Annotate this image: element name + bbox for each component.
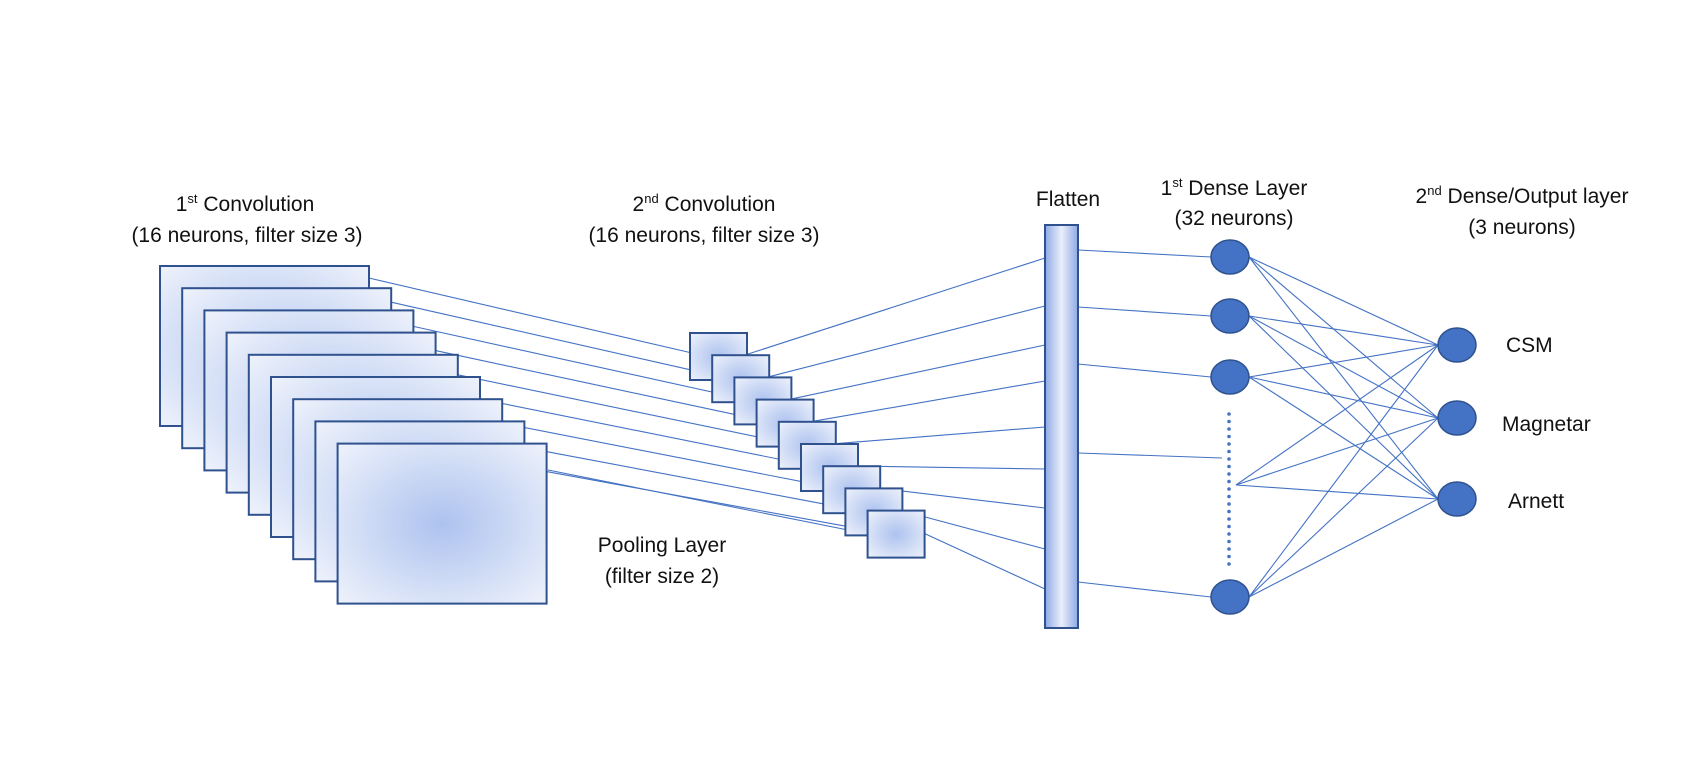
- ellipsis-dot: [1227, 487, 1231, 491]
- conv2-title: 2nd Convolution: [633, 191, 776, 216]
- output-connection-line: [1235, 344, 1439, 486]
- output-connection-line: [1248, 417, 1439, 598]
- ellipsis-dot: [1227, 554, 1231, 559]
- output-neuron-magnetar: [1437, 400, 1477, 436]
- conv-connection-line: [524, 446, 848, 509]
- ellipsis-dot: [1227, 434, 1231, 439]
- output-connection-line: [1235, 417, 1439, 486]
- pooling-title: Pooling Layer: [598, 534, 726, 557]
- conv2-to-flatten-connections: [744, 257, 1046, 590]
- dense1-neuron: [1210, 359, 1250, 395]
- dense-connection-line: [1077, 306, 1212, 317]
- ellipsis-dot: [1227, 464, 1231, 469]
- conv-connection-line: [391, 301, 715, 376]
- dense1-to-output-connections: [1235, 256, 1439, 598]
- dense1-title: 1st Dense Layer: [1161, 175, 1308, 200]
- conv-connection-line: [368, 277, 693, 354]
- dense1-neuron: [1210, 298, 1250, 334]
- dense2-title: 2nd Dense/Output layer: [1416, 183, 1629, 208]
- flatten-to-dense1-connections: [1077, 249, 1223, 598]
- conv-connection-line: [479, 398, 804, 465]
- output-connection-line: [1248, 376, 1439, 419]
- pooling-subtitle: (filter size 2): [605, 565, 719, 588]
- conv-connection-line: [547, 469, 869, 535]
- conv-connection-line: [546, 471, 870, 532]
- dense1-ellipsis-dots: [1227, 412, 1231, 566]
- conv1-title: 1st Convolution: [176, 191, 315, 216]
- output-connection-line: [1248, 344, 1439, 598]
- flatten-connection-line: [855, 465, 1046, 470]
- output-connection-line: [1248, 376, 1439, 500]
- ellipsis-dot: [1227, 412, 1231, 416]
- ellipsis-dot: [1227, 419, 1231, 424]
- dense-connection-line: [1077, 581, 1212, 598]
- output-label-csm: CSM: [1506, 334, 1553, 357]
- conv1-to-conv2-connections: [368, 277, 870, 535]
- conv1-feature-map: [336, 442, 548, 605]
- flatten-connection-line: [811, 380, 1046, 423]
- flatten-connection-line: [878, 487, 1046, 509]
- dense1-neuron: [1210, 579, 1250, 615]
- ellipsis-dot: [1227, 457, 1231, 461]
- output-neuron-arnett: [1437, 481, 1477, 517]
- flatten-bar: [1044, 224, 1079, 629]
- ellipsis-dot: [1227, 427, 1231, 431]
- ellipsis-dot: [1227, 539, 1231, 544]
- dense-connection-line: [1077, 452, 1223, 459]
- ellipsis-dot: [1227, 449, 1231, 454]
- ellipsis-dot: [1227, 562, 1231, 566]
- output-connection-line: [1248, 315, 1439, 500]
- conv-connection-line: [413, 325, 737, 398]
- ellipsis-dot: [1227, 547, 1231, 551]
- dense1-neurons: [1210, 239, 1250, 615]
- conv-connection-line: [435, 350, 759, 421]
- ellipsis-dot: [1227, 517, 1231, 521]
- output-connection-line: [1248, 315, 1439, 419]
- dense-connection-line: [1077, 249, 1212, 258]
- output-connection-line: [1248, 256, 1439, 346]
- output-connection-line: [1235, 484, 1439, 500]
- conv2-feature-map: [866, 509, 926, 559]
- flatten-connection-line: [744, 257, 1046, 356]
- ellipsis-dot: [1227, 472, 1231, 476]
- output-label-arnett: Arnett: [1508, 490, 1564, 513]
- conv-connection-line: [457, 374, 781, 443]
- flatten-connection-line: [767, 305, 1046, 378]
- output-neurons: [1437, 327, 1477, 517]
- output-connection-line: [1248, 256, 1439, 500]
- ellipsis-dot: [1227, 442, 1231, 446]
- output-connection-line: [1248, 498, 1439, 598]
- ellipsis-dot: [1227, 509, 1231, 514]
- ellipsis-dot: [1227, 524, 1231, 529]
- output-neuron-csm: [1437, 327, 1477, 363]
- dense-connection-line: [1077, 363, 1212, 378]
- flatten-connection-line: [789, 344, 1046, 400]
- ellipsis-dot: [1227, 502, 1231, 506]
- conv2-subtitle: (16 neurons, filter size 3): [588, 224, 819, 247]
- output-connection-line: [1248, 344, 1439, 378]
- ellipsis-dot: [1227, 494, 1231, 499]
- output-connection-line: [1248, 256, 1439, 419]
- conv2-feature-maps: [689, 332, 926, 559]
- dense2-subtitle: (3 neurons): [1468, 216, 1575, 239]
- ellipsis-dot: [1227, 479, 1231, 484]
- output-label-magnetar: Magnetar: [1502, 413, 1591, 436]
- flatten-connection-line: [833, 426, 1046, 445]
- ellipsis-dot: [1227, 532, 1231, 536]
- dense1-subtitle: (32 neurons): [1174, 207, 1293, 230]
- dense1-neuron: [1210, 239, 1250, 275]
- conv-connection-line: [502, 422, 826, 487]
- flatten-connection-line: [922, 532, 1046, 590]
- conv1-subtitle: (16 neurons, filter size 3): [131, 224, 362, 247]
- output-connection-line: [1248, 315, 1439, 346]
- conv1-feature-maps: [159, 265, 548, 605]
- flatten-title: Flatten: [1036, 188, 1100, 211]
